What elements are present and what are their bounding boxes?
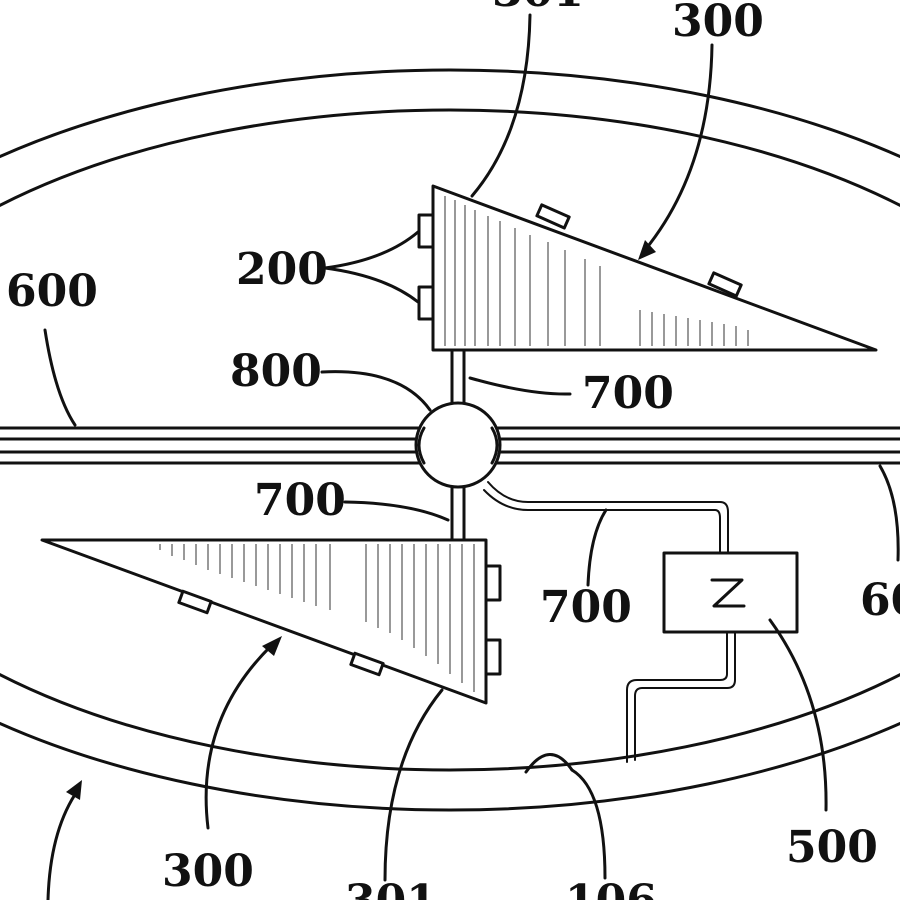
hull-outer-ellipse xyxy=(0,68,900,812)
label-500: 500 xyxy=(786,822,878,873)
leader-700-left xyxy=(343,500,450,522)
arrow-300-bottom xyxy=(262,636,282,656)
leader-500 xyxy=(768,618,828,812)
leader-lines xyxy=(43,13,900,900)
label-301-top: 301 xyxy=(492,0,584,17)
leader-200-a xyxy=(323,230,420,270)
label-800: 800 xyxy=(230,346,322,397)
arrow-bottom-left xyxy=(66,780,82,800)
hub-circle xyxy=(414,401,502,489)
cable-upper-inner xyxy=(483,489,721,555)
arrow-300-top xyxy=(638,240,656,260)
lower-sensor-1 xyxy=(484,564,502,602)
cable-lower-outer xyxy=(634,631,736,761)
central-hub xyxy=(414,401,502,489)
leader-700-right xyxy=(468,376,572,396)
label-300-bottom: 300 xyxy=(162,846,254,897)
leader-600-right xyxy=(878,464,900,562)
upper-sensor-1 xyxy=(417,213,435,249)
lower-blade-body xyxy=(40,538,488,705)
label-600-left: 600 xyxy=(6,266,98,317)
lower-blade xyxy=(40,538,502,705)
label-600-right: 600 xyxy=(860,575,900,626)
label-200: 200 xyxy=(236,244,328,295)
reference-labels: 301 300 200 600 800 700 700 700 600 500 … xyxy=(6,0,900,900)
lower-hyp-sensor-2 xyxy=(349,651,385,677)
hub-left-cap xyxy=(417,426,426,465)
leader-800 xyxy=(320,370,432,412)
upper-hyp-sensor-2 xyxy=(707,271,743,298)
hull-inner-ellipse xyxy=(0,108,900,772)
lower-hyp-sensor-1 xyxy=(177,589,213,615)
leader-bottom-left xyxy=(46,788,80,900)
hull-bump xyxy=(524,753,574,774)
leader-200-b xyxy=(323,266,420,304)
power-cable xyxy=(483,481,736,763)
label-300-top: 300 xyxy=(672,0,764,47)
leader-700-mid xyxy=(586,508,608,587)
label-700-mid: 700 xyxy=(540,582,632,633)
leader-301-top xyxy=(470,13,532,198)
power-source xyxy=(662,551,799,634)
upper-hyp-sensor-1 xyxy=(535,203,571,230)
leader-301-bottom xyxy=(383,688,444,882)
upper-blade-hatching xyxy=(444,196,749,346)
label-106: 106 xyxy=(565,876,657,900)
leader-600-left xyxy=(43,328,77,427)
lower-blade-hatching xyxy=(159,544,475,692)
cable-upper-outer xyxy=(487,481,729,555)
leader-300-top xyxy=(643,43,714,252)
lightning-bolt-icon xyxy=(710,578,746,608)
label-301-bottom: 301 xyxy=(345,876,437,900)
label-700-right: 700 xyxy=(582,368,674,419)
cable-lower-inner xyxy=(626,631,728,763)
leader-300-bottom xyxy=(204,643,274,830)
upper-blade-body xyxy=(431,184,878,352)
hub-right-cap xyxy=(490,426,499,465)
upper-sensor-2 xyxy=(417,285,435,321)
upper-blade xyxy=(417,184,878,352)
lower-sensor-2 xyxy=(484,638,502,676)
connector-rods xyxy=(450,348,466,542)
label-700-left: 700 xyxy=(254,475,346,526)
leader-106 xyxy=(570,768,607,880)
outer-hull xyxy=(0,68,900,812)
